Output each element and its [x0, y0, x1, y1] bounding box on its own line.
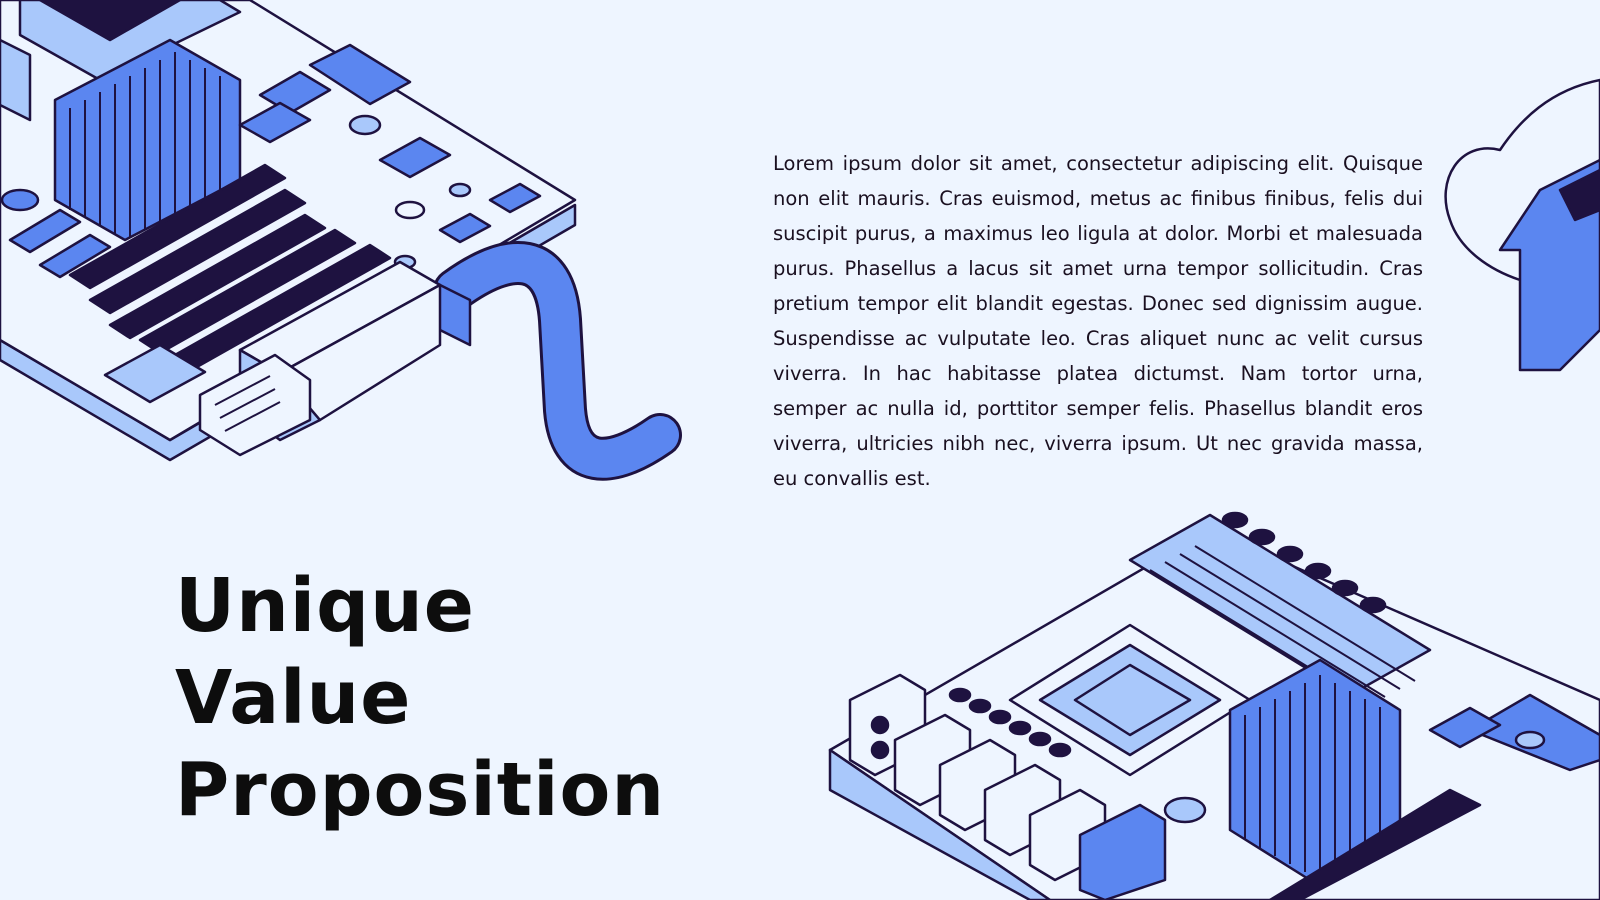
- body-paragraph: Lorem ipsum dolor sit amet, consectetur …: [773, 152, 1423, 490]
- title-line-1: Unique Value: [175, 563, 475, 741]
- motherboard-usb-illustration: [0, 0, 682, 481]
- slide-title: Unique Value Proposition: [175, 560, 735, 836]
- motherboard-illustration: [828, 511, 1600, 900]
- title-line-2: Proposition: [175, 747, 666, 833]
- cloud-upload-icon: [1444, 78, 1600, 372]
